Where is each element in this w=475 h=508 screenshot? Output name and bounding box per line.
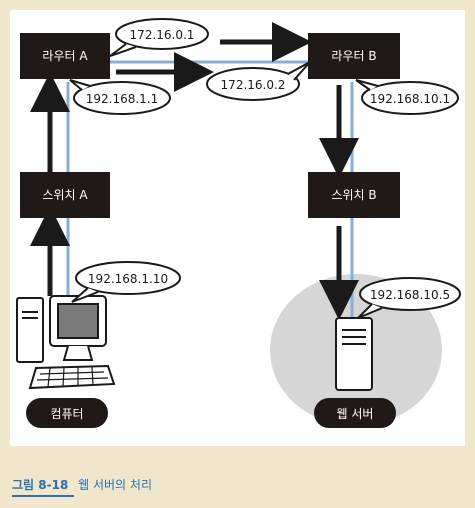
- ip-router-a-wan: 172.16.0.1: [130, 28, 195, 42]
- figure-title: 웹 서버의 처리: [78, 478, 152, 492]
- switch-a-label: 스위치 A: [42, 188, 88, 202]
- ip-router-a-lan: 192.168.1.1: [86, 92, 159, 106]
- ip-bubble-router-a-lan: 192.168.1.1: [69, 79, 171, 115]
- computer-label-pill: 컴퓨터: [26, 398, 108, 428]
- ip-server: 192.168.10.5: [370, 288, 450, 302]
- router-b-label: 라우터 B: [331, 49, 376, 63]
- ip-router-b-wan: 172.16.0.2: [221, 78, 286, 92]
- ip-computer: 192.168.1.10: [88, 272, 168, 286]
- figure-caption: 그림 8-18 웹 서버의 처리: [12, 476, 152, 493]
- computer-icon: [16, 295, 116, 390]
- switch-a-box: 스위치 A: [20, 172, 110, 218]
- caption-underline: [12, 495, 74, 497]
- ip-bubble-computer: 192.168.1.10: [71, 261, 181, 303]
- ip-router-b-lan: 192.168.10.1: [370, 92, 450, 106]
- figure-number: 그림 8-18: [12, 478, 69, 492]
- router-a-box: 라우터 A: [20, 33, 110, 79]
- router-a-label: 라우터 A: [42, 49, 88, 63]
- flow-arrows: [30, 22, 359, 320]
- web-server-label: 웹 서버: [337, 407, 374, 421]
- ip-bubble-router-a-wan: 172.16.0.1: [109, 18, 209, 57]
- router-b-box: 라우터 B: [308, 33, 400, 79]
- web-server-label-pill: 웹 서버: [314, 398, 396, 428]
- ip-bubble-server: 192.168.10.5: [357, 277, 461, 319]
- ip-bubble-router-b-lan: 192.168.10.1: [355, 79, 459, 115]
- server-icon: [335, 317, 373, 391]
- switch-b-label: 스위치 B: [331, 188, 376, 202]
- ip-bubble-router-b-wan: 172.16.0.2: [206, 61, 311, 101]
- switch-b-box: 스위치 B: [308, 172, 400, 218]
- computer-label: 컴퓨터: [50, 407, 83, 421]
